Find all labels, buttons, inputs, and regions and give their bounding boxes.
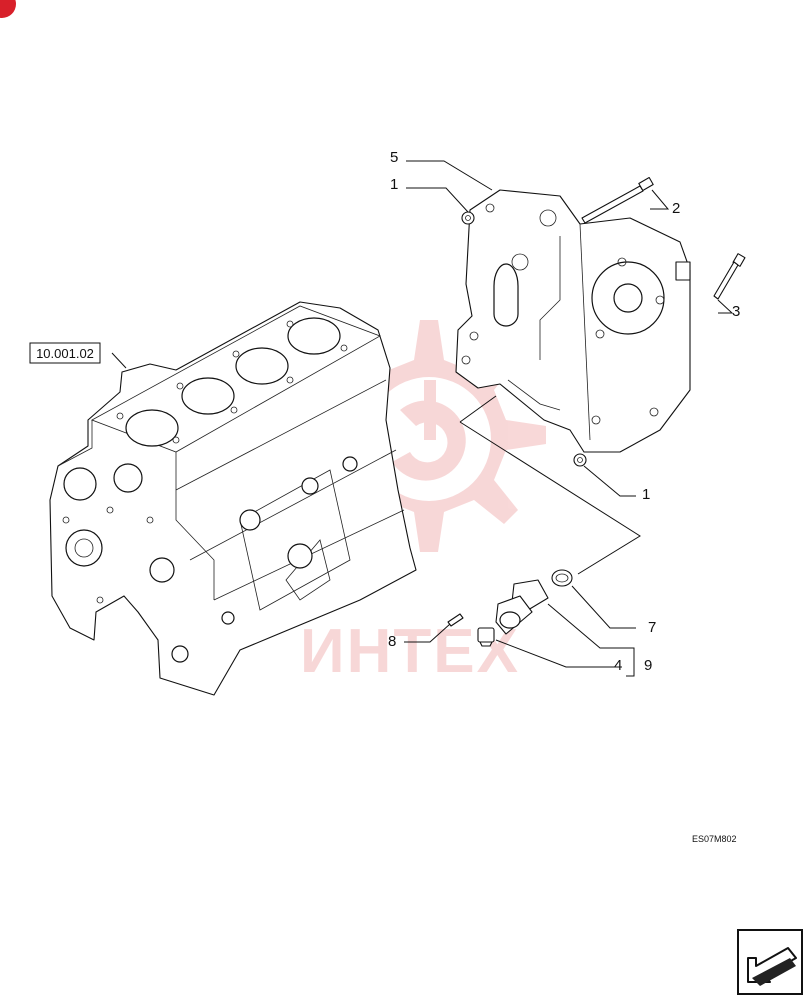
reference-box[interactable]: 10.001.02 bbox=[29, 342, 101, 364]
callout-1-bottom: 1 bbox=[642, 486, 650, 503]
timing-cover bbox=[455, 189, 691, 453]
callout-4: 4 bbox=[614, 657, 622, 674]
nut-1-bottom bbox=[573, 453, 587, 467]
oil-tube-flange bbox=[495, 579, 549, 635]
callout-1-top: 1 bbox=[390, 176, 398, 193]
o-ring-7 bbox=[551, 569, 573, 587]
nut-1-top bbox=[461, 211, 475, 225]
watermark-text: ИНТЕХ bbox=[300, 617, 520, 686]
bolt-2 bbox=[581, 176, 654, 224]
callout-8: 8 bbox=[388, 633, 396, 650]
reference-box-label: 10.001.02 bbox=[36, 346, 94, 361]
cap-4 bbox=[477, 627, 495, 647]
drawing-code: ES07M802 bbox=[692, 834, 737, 844]
callout-3: 3 bbox=[732, 303, 740, 320]
bolt-3 bbox=[713, 253, 746, 300]
engine-block bbox=[49, 301, 417, 696]
next-page-button[interactable] bbox=[737, 929, 803, 995]
callout-2: 2 bbox=[672, 200, 680, 217]
callout-5: 5 bbox=[390, 149, 398, 166]
callout-9: 9 bbox=[644, 657, 652, 674]
next-page-arrow-icon bbox=[747, 947, 797, 986]
callout-7: 7 bbox=[648, 619, 656, 636]
corner-badge bbox=[0, 0, 16, 18]
leader-lines bbox=[111, 160, 734, 677]
